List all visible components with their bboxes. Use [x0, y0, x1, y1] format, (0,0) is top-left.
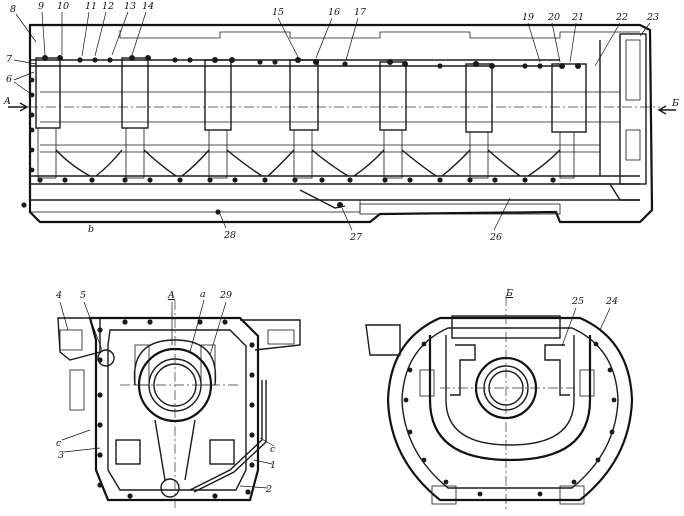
longitudinal-section: 8 9 10 11 12 13 14 15 16 17 19 20 21 22 …	[3, 1, 679, 243]
callout-1: 1	[270, 460, 276, 471]
mark-c-left: с	[56, 438, 62, 449]
callout-2: 2	[265, 484, 272, 495]
callout-25: 25	[571, 296, 584, 307]
callout-21: 21	[571, 12, 584, 23]
callout-10: 10	[57, 1, 69, 12]
bottom-bolts	[21, 177, 556, 215]
callout-13: 13	[124, 1, 136, 12]
callout-4: 4	[55, 290, 62, 301]
left-bolts	[29, 77, 35, 173]
callout-27: 27	[349, 232, 363, 243]
callout-16: 16	[328, 7, 340, 18]
top-callouts: 8 9 10 11 12 13 14 15 16 17 19 20 21 22 …	[10, 1, 659, 23]
callout-15: 15	[272, 7, 284, 18]
mark-b: b	[88, 224, 94, 235]
section-a-bolts	[97, 319, 255, 499]
callout-28: 28	[223, 230, 236, 241]
callout-8: 8	[10, 4, 16, 15]
label-b-section: Б	[505, 288, 513, 299]
section-a-view: A а 4 5 29 с с 3 1 2	[55, 289, 301, 510]
callout-26: 26	[489, 232, 502, 243]
callout-3: 3	[58, 450, 64, 461]
top-bolts	[42, 55, 581, 69]
callout-23: 23	[646, 12, 659, 23]
mark-a: а	[200, 289, 206, 300]
callout-6: 6	[6, 74, 12, 85]
callout-7: 7	[6, 54, 13, 65]
callout-12: 12	[102, 1, 114, 12]
label-a-top: A	[3, 96, 11, 107]
callout-5: 5	[80, 290, 86, 301]
section-b-view: Б 25 24	[365, 288, 634, 512]
callout-24: 24	[605, 296, 618, 307]
callout-22: 22	[615, 12, 628, 23]
callout-11: 11	[85, 1, 97, 12]
label-a-section: A	[167, 290, 175, 301]
callout-17: 17	[354, 7, 367, 18]
callout-19: 19	[522, 12, 534, 23]
callout-14: 14	[142, 1, 154, 12]
section-b-bolts	[403, 341, 617, 497]
mark-c-right: с	[270, 444, 276, 455]
label-b-top: Б	[671, 98, 679, 109]
callout-29: 29	[219, 290, 232, 301]
bulkheads	[35, 57, 587, 179]
callout-9: 9	[38, 1, 44, 12]
callout-20: 20	[547, 12, 560, 23]
